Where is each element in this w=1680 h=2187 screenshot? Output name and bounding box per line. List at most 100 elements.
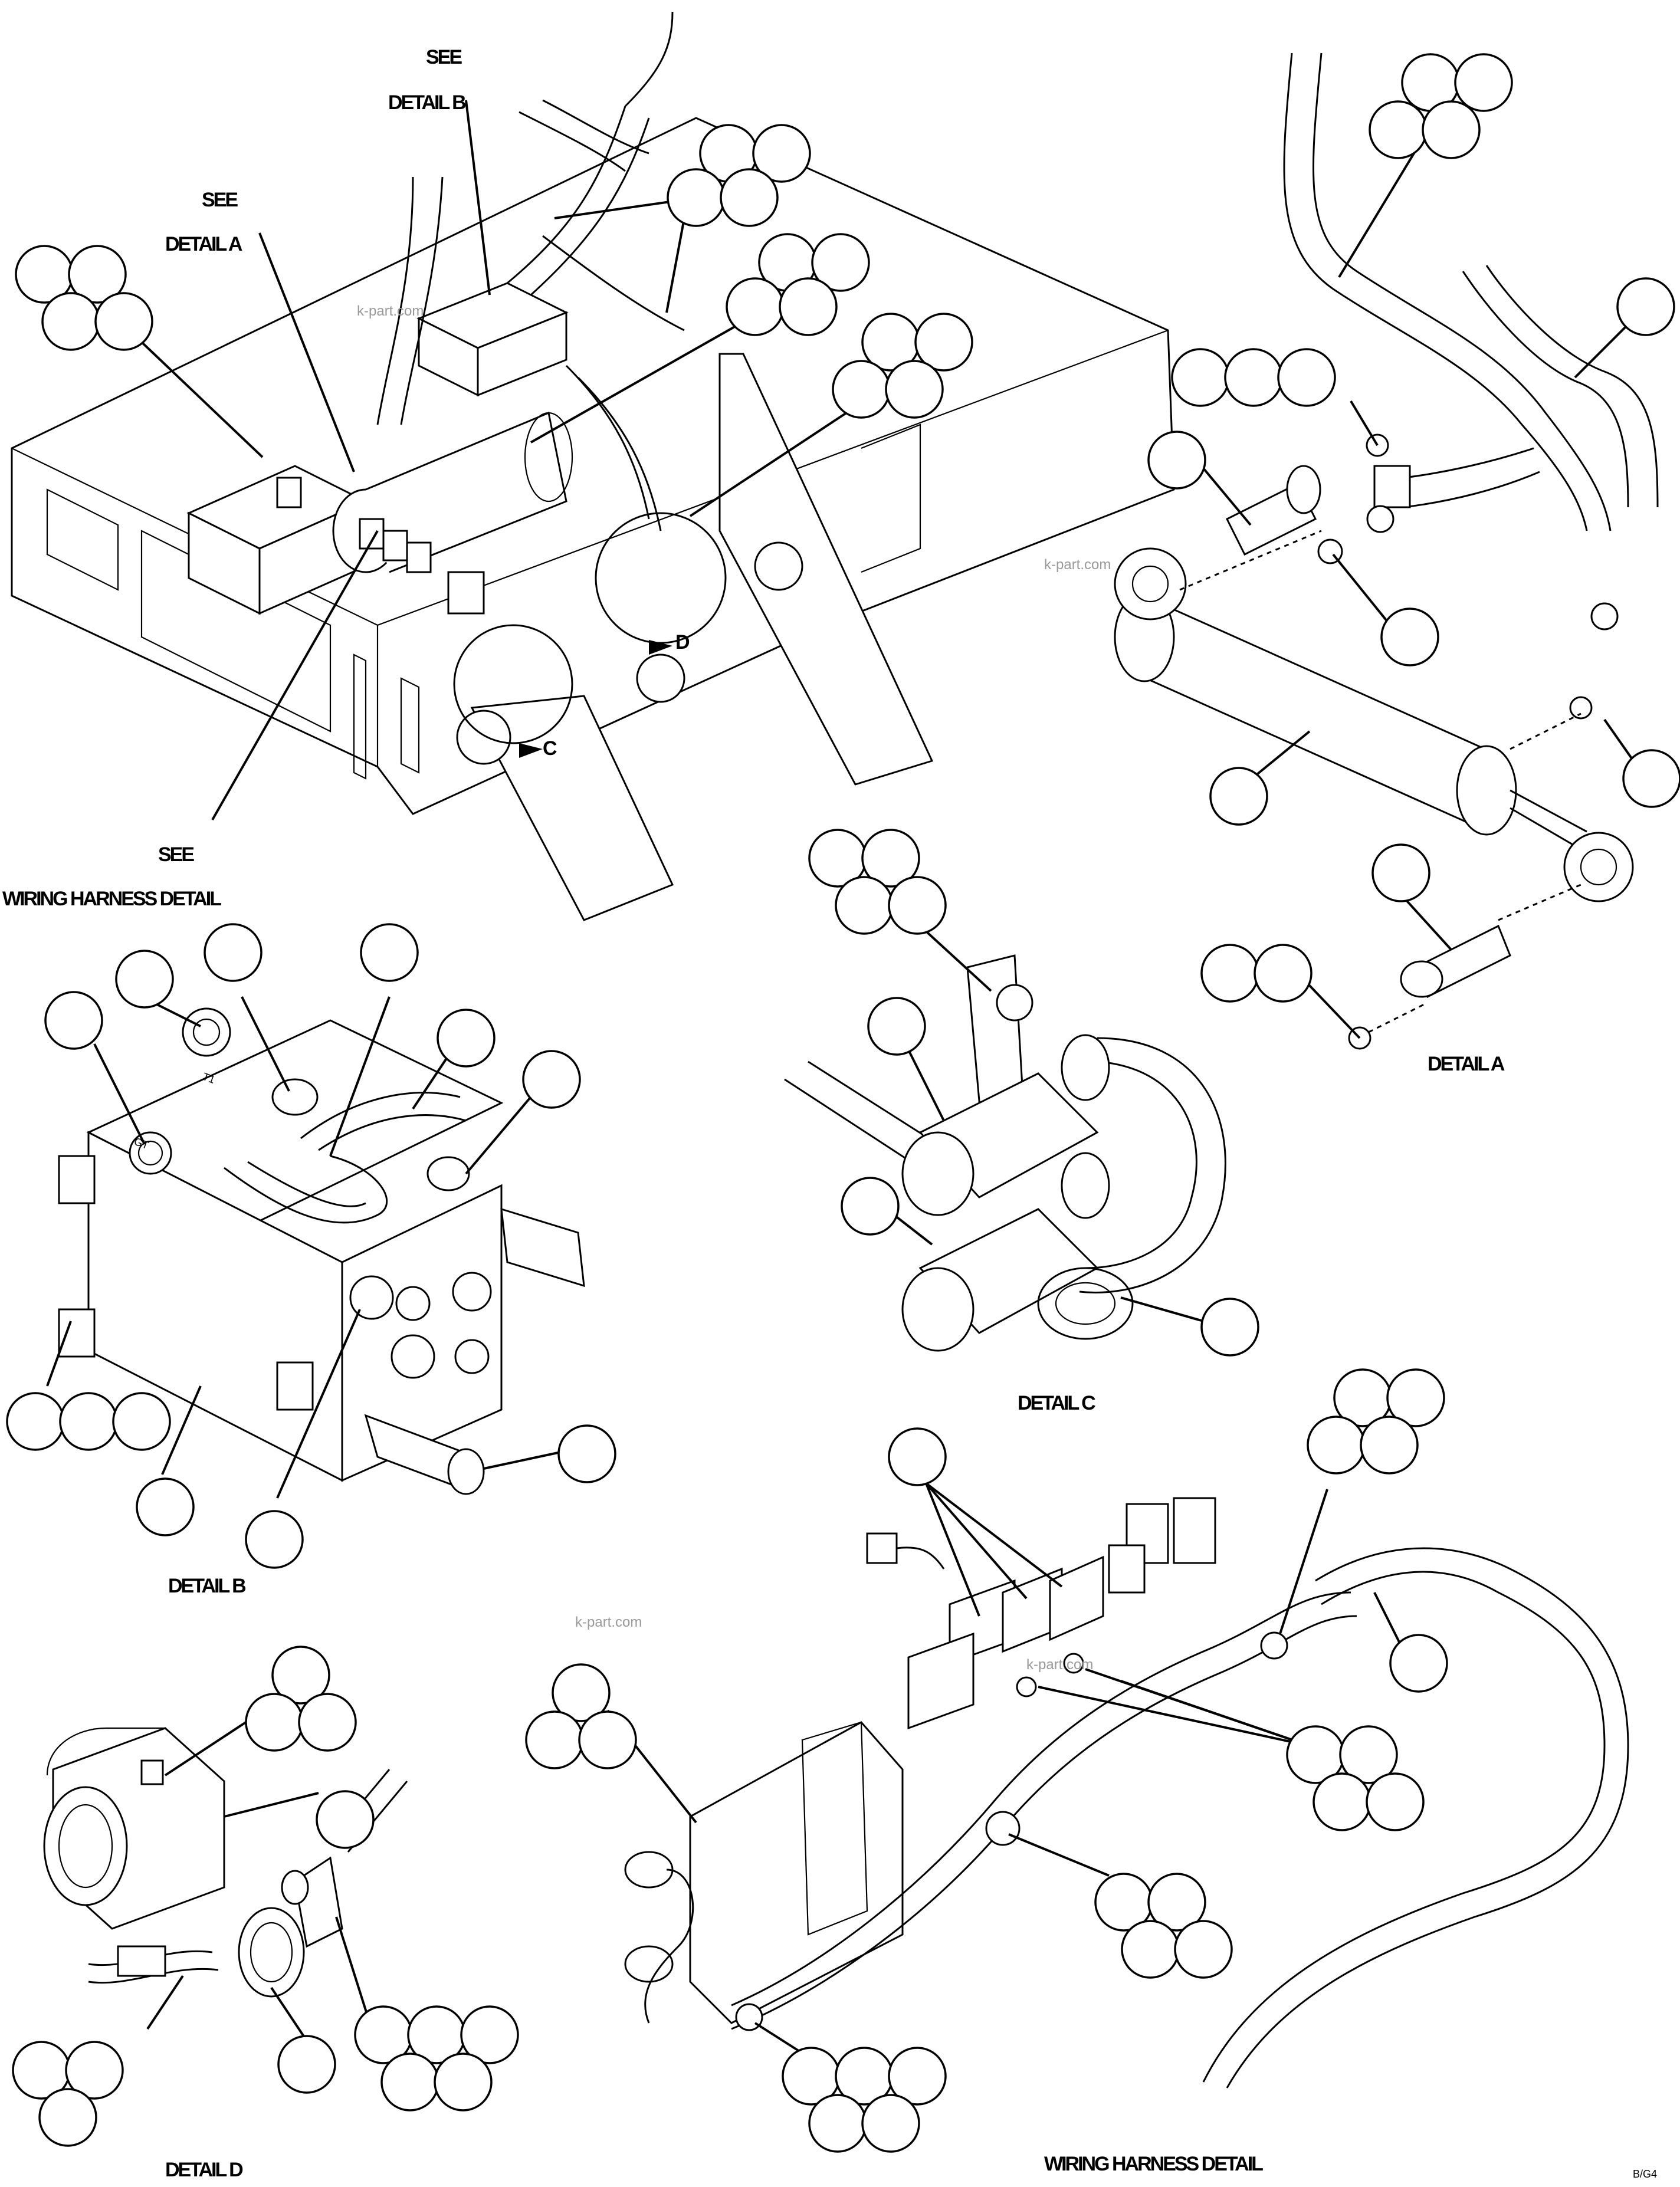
callout-balloon bbox=[277, 2035, 336, 2094]
callout-balloon bbox=[38, 2088, 97, 2147]
callout-balloon bbox=[1307, 1416, 1366, 1475]
detail-b-balloons bbox=[6, 923, 616, 1569]
detail-a-drawing bbox=[1114, 52, 1659, 1050]
callout-balloon bbox=[861, 829, 920, 888]
callout-balloon bbox=[557, 1424, 616, 1483]
callout-balloon bbox=[6, 1392, 65, 1451]
callout-balloon bbox=[1121, 1920, 1180, 1979]
callout-balloon bbox=[380, 2053, 439, 2112]
callout-balloon bbox=[1389, 1634, 1448, 1693]
callout-balloon bbox=[808, 2094, 867, 2153]
callout-balloon bbox=[1200, 1298, 1259, 1357]
detail-d-title: DETAIL D bbox=[165, 2159, 243, 2181]
callout-balloon bbox=[752, 124, 811, 183]
callout-balloon bbox=[861, 2094, 920, 2153]
watermark-4: k-part.com bbox=[1026, 1657, 1093, 1673]
callout-balloon bbox=[726, 277, 785, 336]
callout-balloon bbox=[1380, 608, 1439, 666]
callout-balloon bbox=[522, 1050, 581, 1109]
callout-balloon bbox=[835, 876, 894, 935]
see-detail-b-label-2: DETAIL B bbox=[388, 91, 466, 114]
callout-balloon bbox=[1171, 348, 1230, 407]
wiring-detail-title: WIRING HARNESS DETAIL bbox=[1044, 2153, 1263, 2175]
callout-balloon bbox=[1147, 431, 1206, 490]
wiring-harness-drawing bbox=[624, 1497, 1629, 2089]
see-detail-b-label-1: SEE bbox=[426, 46, 462, 68]
callout-balloon bbox=[888, 2047, 947, 2106]
callout-balloon bbox=[1616, 277, 1675, 336]
detail-b-title: DETAIL B bbox=[168, 1575, 246, 1597]
callout-balloon bbox=[245, 1693, 304, 1752]
callout-balloon bbox=[437, 1009, 496, 1068]
callout-balloon bbox=[888, 876, 947, 935]
callout-balloon bbox=[885, 360, 944, 419]
callout-balloon bbox=[41, 292, 100, 351]
callout-balloon bbox=[112, 1392, 171, 1451]
callout-balloon bbox=[1622, 749, 1680, 808]
callout-balloon bbox=[914, 313, 973, 372]
detail-b-drawing: T1 GT bbox=[58, 1007, 585, 1495]
callout-balloon bbox=[867, 997, 926, 1056]
callout-balloon bbox=[1200, 944, 1259, 1003]
callout-balloon bbox=[779, 277, 838, 336]
see-detail-a-label-1: SEE bbox=[202, 189, 238, 211]
detail-d-balloons bbox=[12, 1646, 519, 2147]
callout-balloon bbox=[298, 1693, 357, 1752]
callout-balloon bbox=[68, 245, 127, 304]
detail-c-marker: C bbox=[543, 737, 557, 760]
callout-balloon bbox=[1422, 100, 1481, 159]
callout-balloon bbox=[720, 168, 779, 227]
callout-balloon bbox=[552, 1663, 611, 1722]
callout-balloon bbox=[434, 2053, 493, 2112]
callout-balloon bbox=[1147, 1873, 1206, 1932]
callout-balloon bbox=[360, 923, 419, 982]
callout-balloon bbox=[316, 1790, 375, 1849]
callout-balloon bbox=[832, 360, 891, 419]
watermark-1: k-part.com bbox=[357, 303, 424, 319]
callout-balloon bbox=[94, 292, 153, 351]
callout-balloon bbox=[65, 2041, 124, 2100]
wiring-harness-balloons bbox=[525, 1368, 1448, 2153]
callout-balloon bbox=[667, 168, 726, 227]
detail-c-balloons bbox=[808, 829, 1259, 1357]
callout-balloon bbox=[115, 950, 174, 1009]
reference-code: B/G4 bbox=[1633, 2168, 1657, 2180]
callout-balloon bbox=[245, 1510, 304, 1569]
detail-c-title: DETAIL C bbox=[1018, 1392, 1095, 1414]
detail-d-marker: D bbox=[675, 631, 690, 654]
callout-balloon bbox=[1277, 348, 1336, 407]
callout-balloon bbox=[841, 1177, 900, 1236]
callout-balloon bbox=[1209, 767, 1268, 826]
callout-balloon bbox=[1339, 1725, 1398, 1784]
callout-balloon bbox=[811, 233, 870, 292]
callout-balloon bbox=[525, 1710, 584, 1769]
callout-balloon bbox=[578, 1710, 637, 1769]
main-leader-lines bbox=[140, 100, 857, 820]
main-balloons bbox=[15, 124, 973, 419]
watermark-2: k-part.com bbox=[1044, 557, 1111, 573]
callout-balloon bbox=[44, 991, 103, 1050]
detail-c-drawing bbox=[784, 954, 1226, 1352]
callout-balloon bbox=[888, 1427, 947, 1486]
callout-balloon bbox=[460, 2005, 519, 2064]
see-detail-a-label-2: DETAIL A bbox=[165, 233, 242, 255]
detail-a-leaders bbox=[1190, 149, 1647, 1039]
main-assembly: C D bbox=[11, 11, 1175, 921]
see-wiring-label-1: SEE bbox=[158, 843, 194, 866]
detail-a-balloons bbox=[1147, 53, 1680, 1003]
callout-balloon bbox=[1360, 1416, 1419, 1475]
callout-balloon bbox=[1369, 100, 1428, 159]
detail-a-title: DETAIL A bbox=[1428, 1053, 1505, 1075]
detail-d-drawing bbox=[43, 1727, 408, 1998]
callout-balloon bbox=[204, 923, 262, 982]
callout-balloon bbox=[136, 1477, 195, 1536]
callout-balloon bbox=[1371, 843, 1430, 902]
callout-balloon bbox=[1224, 348, 1283, 407]
callout-balloon bbox=[1254, 944, 1312, 1003]
callout-balloon bbox=[1366, 1772, 1425, 1831]
see-wiring-label-2: WIRING HARNESS DETAIL bbox=[2, 888, 221, 910]
callout-balloon bbox=[1386, 1368, 1445, 1427]
watermark-3: k-part.com bbox=[575, 1614, 642, 1630]
callout-balloon bbox=[271, 1646, 330, 1705]
